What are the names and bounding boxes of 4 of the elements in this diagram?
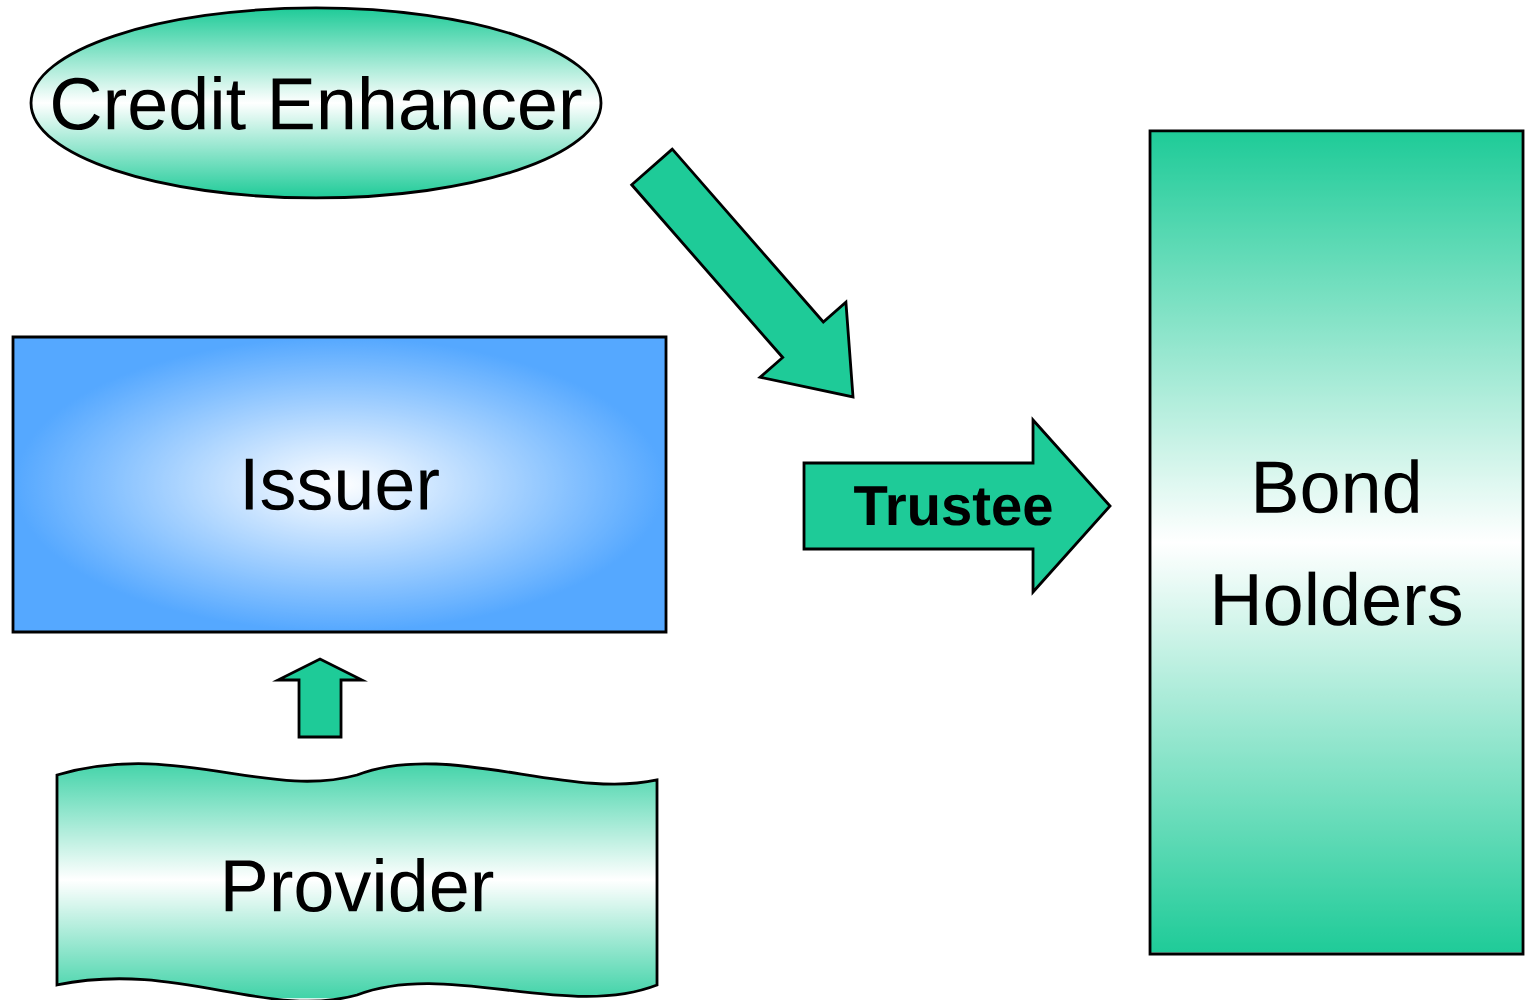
- block-arrow: [272, 657, 368, 739]
- block-arrow: [629, 147, 855, 399]
- tall-box: Bond Holders: [1148, 129, 1525, 956]
- process-box: Issuer: [11, 335, 668, 634]
